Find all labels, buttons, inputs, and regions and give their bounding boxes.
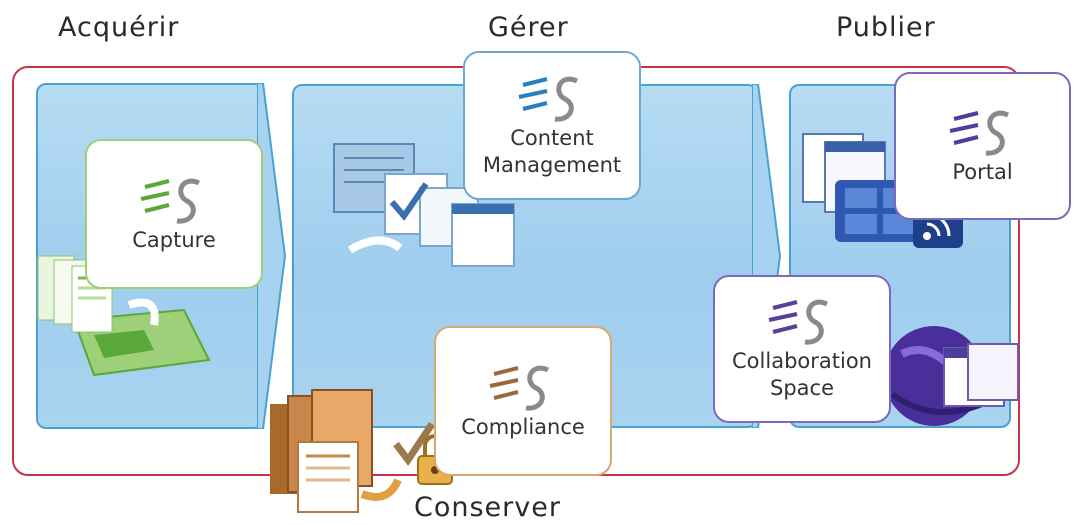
capture-documents-illustration	[37, 255, 211, 377]
stage-title-preserve: Conserver	[414, 492, 561, 523]
compliance-archive-illustration	[270, 389, 453, 513]
capture-card[interactable]: Capture	[85, 139, 263, 289]
stage-title-manage: Gérer	[488, 12, 569, 43]
collaboration-globe-illustration	[884, 326, 1019, 426]
collaboration-label-line2: Space	[770, 376, 834, 400]
capture-logo-icon	[140, 178, 201, 224]
content-management-logo-icon	[518, 76, 579, 122]
compliance-logo-icon	[489, 365, 550, 411]
collaboration-label-line1: Collaboration	[732, 349, 872, 373]
collaboration-logo-icon	[768, 299, 829, 345]
content-management-documents-illustration	[333, 143, 515, 267]
compliance-label: Compliance	[461, 414, 585, 439]
stage-title-acquire: Acquérir	[58, 12, 180, 43]
compliance-card[interactable]: Compliance	[434, 326, 612, 476]
collaboration-space-card[interactable]: Collaboration Space	[713, 275, 891, 423]
portal-logo-icon	[949, 110, 1009, 156]
content-management-label-line2: Management	[482, 152, 622, 177]
stage-title-publish: Publier	[836, 12, 936, 43]
content-management-card[interactable]: Content Management	[463, 51, 641, 200]
content-management-label-line1: Content	[510, 125, 594, 150]
capture-label: Capture	[132, 227, 216, 252]
chevron-arrow-acquire	[257, 83, 287, 429]
portal-label: Portal	[952, 159, 1013, 184]
portal-card[interactable]: Portal	[894, 72, 1071, 220]
